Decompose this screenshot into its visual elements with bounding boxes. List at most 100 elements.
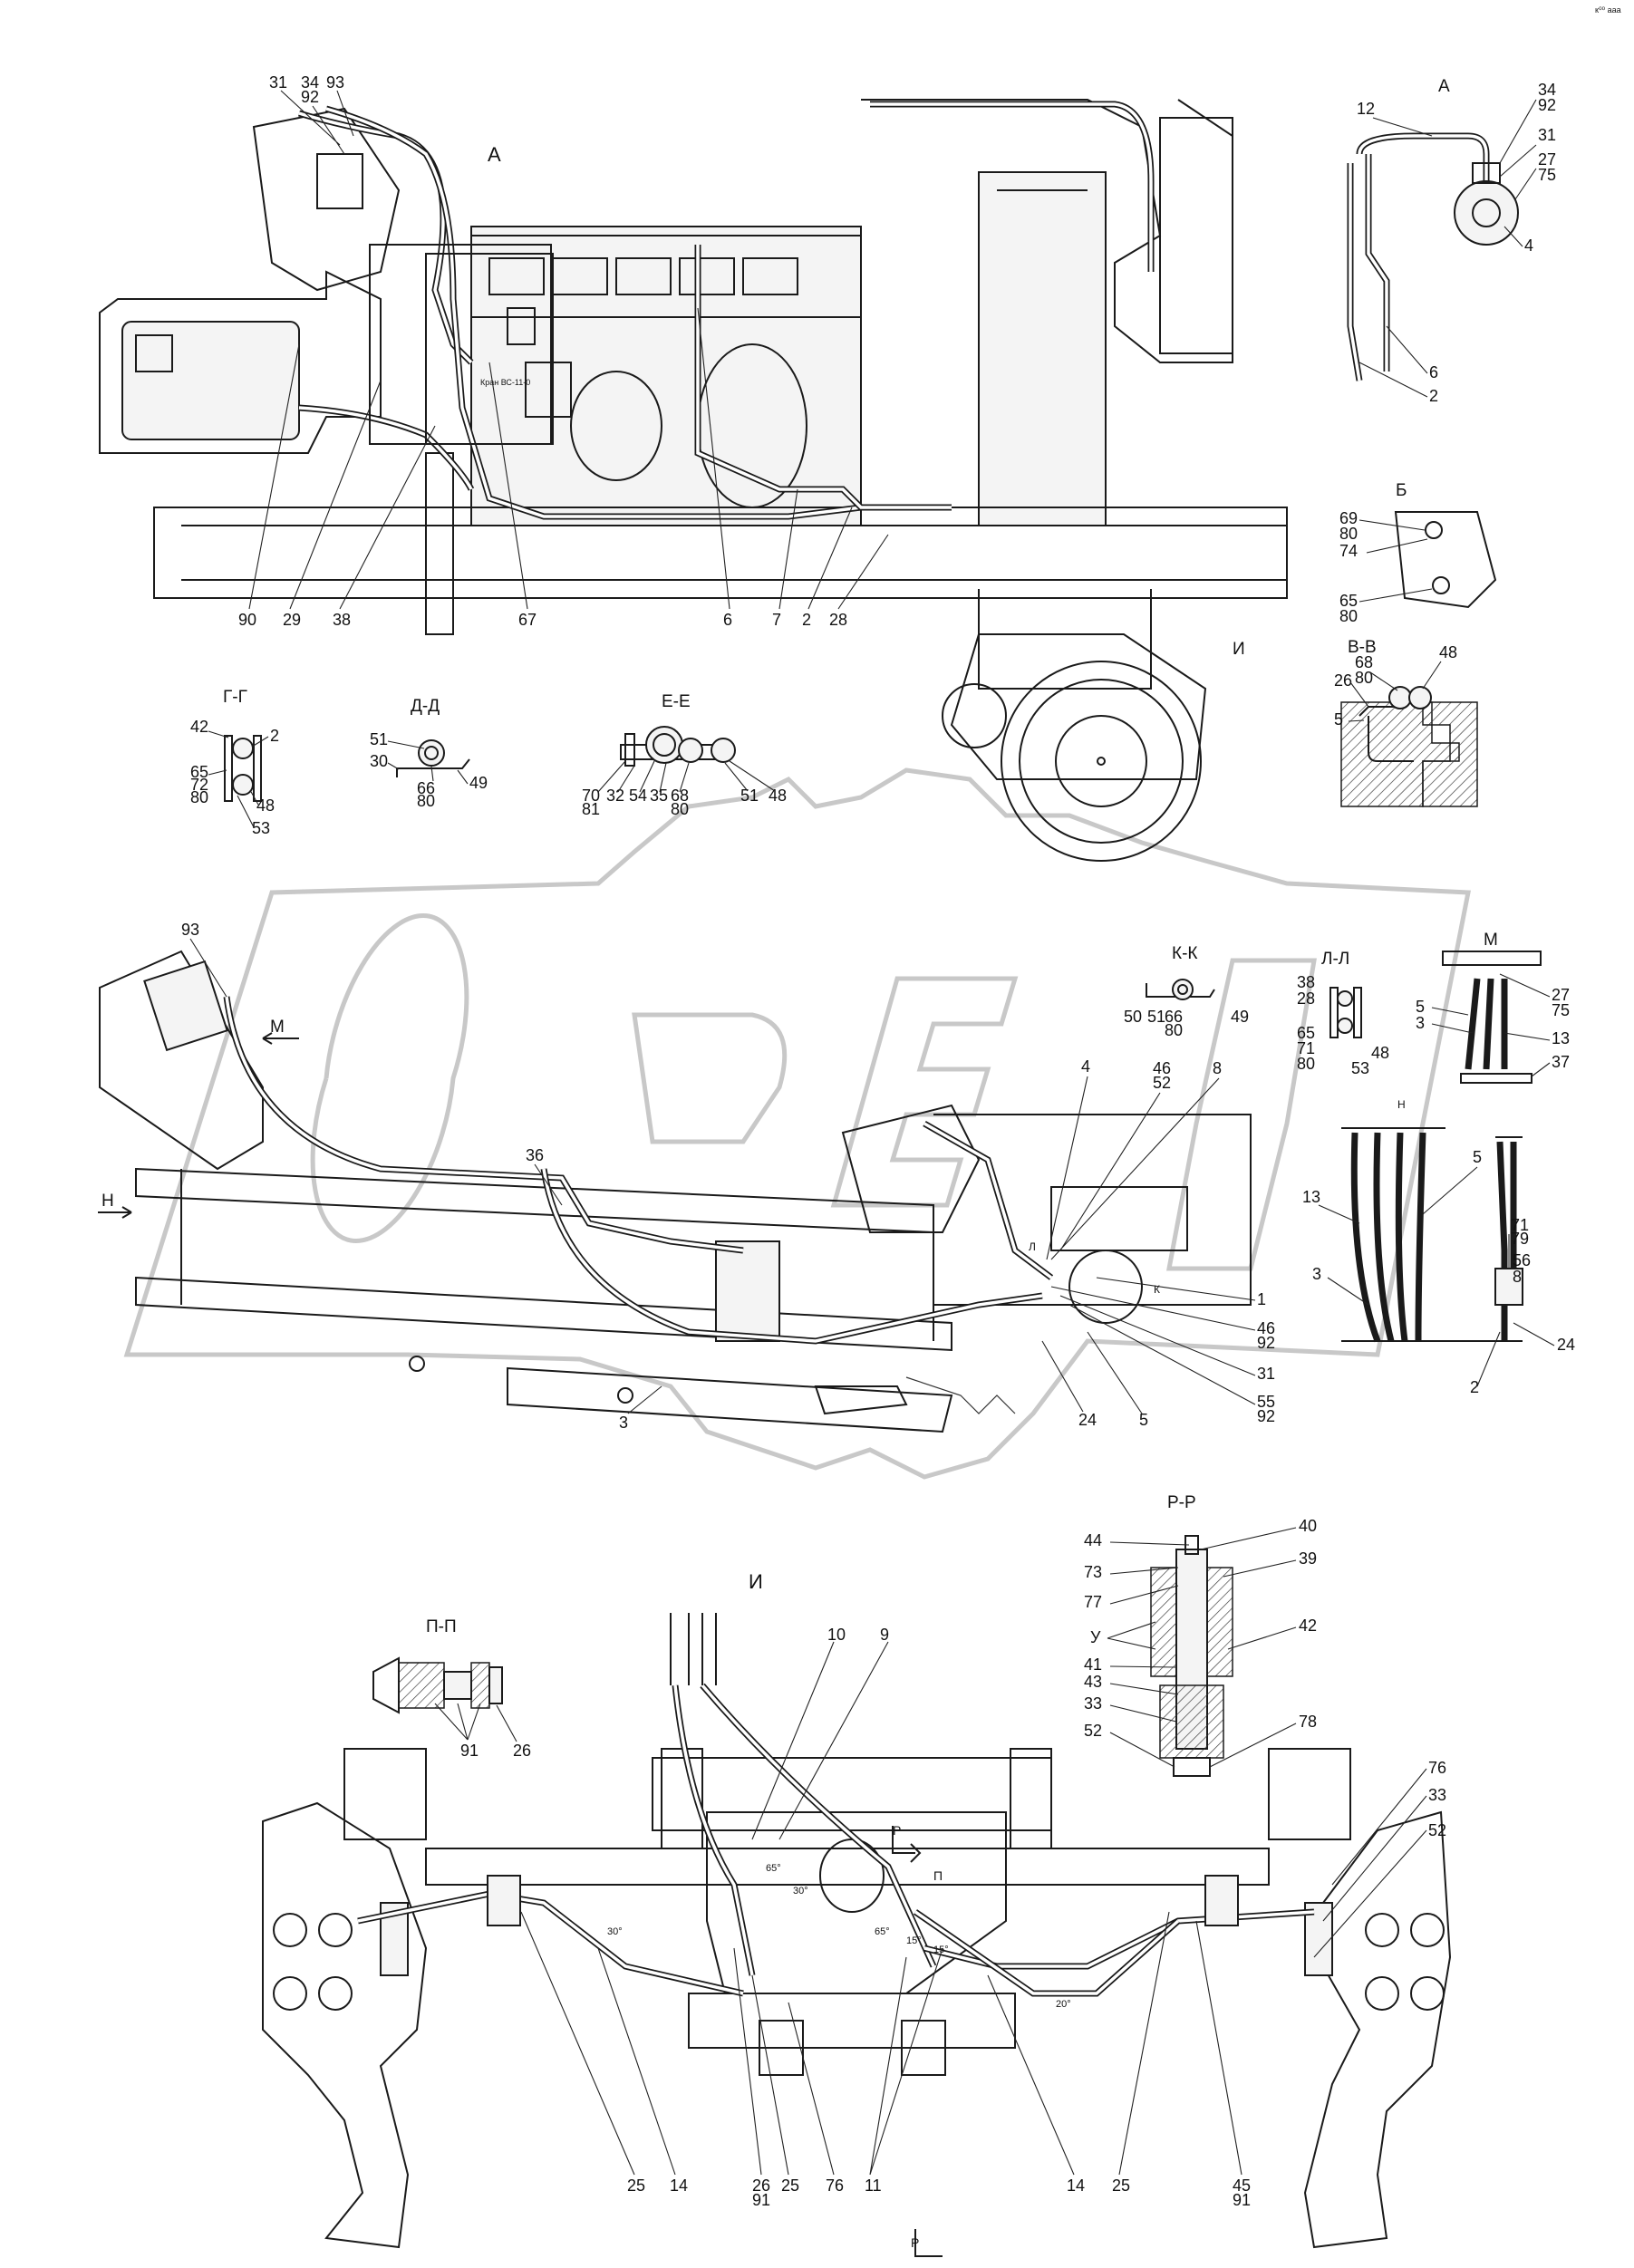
callout-label: 91 xyxy=(1233,2191,1251,2209)
callout-label: Л-Л xyxy=(1321,950,1349,969)
callout-label: 38 xyxy=(333,611,351,629)
callout-label: 52 xyxy=(1153,1074,1171,1092)
callout-label: 65° xyxy=(766,1863,781,1874)
callout-label: 48 xyxy=(1371,1044,1389,1062)
callout-label: 2 xyxy=(1429,387,1438,405)
callout-label: 80 xyxy=(1165,1021,1183,1039)
callout-label: К xyxy=(1154,1283,1160,1296)
callout-label: Н xyxy=(1397,1098,1406,1111)
view-marker-I: И xyxy=(1233,640,1245,659)
callout-label: 66 xyxy=(417,779,435,797)
callout-label: 80 xyxy=(1339,607,1358,625)
callout-label: 50 xyxy=(1124,1008,1142,1026)
callout-label: Б xyxy=(1396,481,1407,500)
callout-label: 15° xyxy=(933,1945,949,1955)
callout-label: 5 xyxy=(1334,710,1343,729)
callout-label: Л xyxy=(1029,1240,1036,1253)
callout-label: 5 xyxy=(1473,1148,1482,1166)
callout-label: 75 xyxy=(1538,166,1556,184)
callout-label: 48 xyxy=(769,787,787,805)
callout-label: 91 xyxy=(460,1742,479,1760)
callout-label: 74 xyxy=(1339,542,1358,560)
callout-label: 79 xyxy=(1511,1230,1529,1248)
callout-label: 2 xyxy=(1470,1378,1479,1396)
callout-label: 41 xyxy=(1084,1655,1102,1674)
callout-label: 25 xyxy=(1112,2176,1130,2195)
callout-label: 76 xyxy=(826,2176,844,2195)
callout-label: 9 xyxy=(880,1626,889,1644)
callout-label: 8 xyxy=(1213,1059,1222,1077)
callout-label: 71 xyxy=(1511,1216,1529,1234)
callout-label: 53 xyxy=(252,819,270,837)
view-M: М 5 3 27 75 13 37 xyxy=(1416,931,1570,1084)
callout-label: 25 xyxy=(627,2176,645,2195)
callout-label: 38 xyxy=(1297,973,1315,991)
front-axle-view: И Р xyxy=(262,1570,1452,2257)
callout-label: 11 xyxy=(865,2176,882,2195)
callout-label: А xyxy=(1438,77,1450,96)
callout-label: М xyxy=(270,1018,285,1037)
callout-label: 48 xyxy=(256,796,275,815)
view-PP: П-П 91 26 xyxy=(372,1617,531,1760)
callout-label: 92 xyxy=(301,88,319,106)
callout-label: 2 xyxy=(802,611,811,629)
callout-label: 12 xyxy=(1357,100,1375,118)
view-LL: Л-Л 38 28 65 71 80 48 53 xyxy=(1297,950,1389,1077)
callout-label: 92 xyxy=(1257,1334,1275,1352)
callout-label: М xyxy=(1484,931,1498,950)
callout-label: 80 xyxy=(1339,525,1358,543)
callout-label: 31 xyxy=(1257,1365,1275,1383)
callout-label: 68 xyxy=(671,787,689,805)
callout-label: 20° xyxy=(1056,1999,1071,2010)
callout-label: 71 xyxy=(1297,1039,1315,1057)
callout-label: 44 xyxy=(1084,1531,1102,1549)
callout-label: 66 xyxy=(1165,1008,1183,1026)
callout-label: 78 xyxy=(1299,1713,1317,1731)
callout-label: 75 xyxy=(1552,1001,1570,1019)
callout-label: 46 xyxy=(1257,1319,1275,1337)
callout-label: 30° xyxy=(607,1926,623,1937)
callout-label: 1 xyxy=(1257,1290,1266,1308)
callout-label: 15° xyxy=(906,1935,922,1946)
callout-label: К-К xyxy=(1172,944,1197,963)
view-N: Н 5 13 3 71 79 56 8 24 2 xyxy=(1302,1098,1575,1396)
callout-label: 80 xyxy=(1355,669,1373,687)
callout-label: 33 xyxy=(1084,1694,1102,1713)
callout-label: 33 xyxy=(1428,1786,1446,1804)
view-VV: В-В 68 80 48 26 5 xyxy=(1334,638,1478,807)
callout-label: 43 xyxy=(1084,1673,1102,1691)
callout-label: 65 xyxy=(190,763,208,781)
callout-label: 26 xyxy=(1334,671,1352,690)
callout-label: 69 xyxy=(1339,509,1358,527)
callout-label: 73 xyxy=(1084,1563,1102,1581)
callout-label: 93 xyxy=(181,921,199,939)
callout-label: Р xyxy=(893,1823,901,1838)
callout-label: 7 xyxy=(772,611,781,629)
callout-label: 30 xyxy=(370,752,388,770)
callout-label: 92 xyxy=(1257,1407,1275,1425)
callout-label: 2 xyxy=(270,727,279,745)
view-RR: Р-Р 44 73 77 У 41 43 33 52 40 39 42 78 xyxy=(1084,1493,1317,1777)
callout-label: П-П xyxy=(426,1617,457,1636)
callout-label: 49 xyxy=(1231,1008,1249,1026)
callout-label: 48 xyxy=(1439,643,1457,661)
callout-label: 51 xyxy=(740,787,759,805)
callout-label: 42 xyxy=(1299,1617,1317,1635)
callout-label: 51 xyxy=(370,730,388,748)
callout-label: 54 xyxy=(629,787,647,805)
callout-label: 24 xyxy=(1557,1336,1575,1354)
callout-label: 29 xyxy=(283,611,301,629)
callout-label: 46 xyxy=(1153,1059,1171,1077)
callout-label: 52 xyxy=(1428,1821,1446,1839)
view-DD: Д-Д 51 30 66 80 49 xyxy=(370,697,488,810)
callout-label: 34 xyxy=(1538,81,1556,99)
callout-label: 4 xyxy=(1081,1057,1090,1076)
callout-label: 49 xyxy=(469,774,488,792)
callout-label: 70 xyxy=(582,787,600,805)
callout-label: 39 xyxy=(1299,1549,1317,1568)
engine-view-labels: 31 34 92 93 90 29 38 67 6 7 2 28 xyxy=(238,73,889,629)
callout-label: 27 xyxy=(1552,986,1570,1004)
view-GG: Г-Г 42 2 65 72 80 48 53 xyxy=(190,688,279,837)
callout-label: 65 xyxy=(1297,1024,1315,1042)
